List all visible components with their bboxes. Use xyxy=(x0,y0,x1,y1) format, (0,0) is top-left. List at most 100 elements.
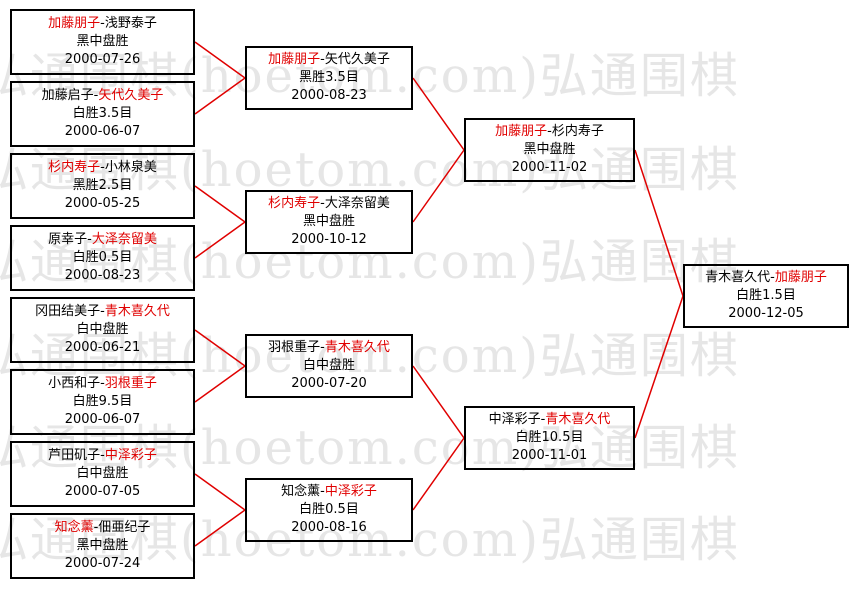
match-r1-1[interactable]: 加藤朋子-浅野泰子 黑中盘胜 2000-07-26 xyxy=(10,9,195,75)
match-players: 原幸子-大泽奈留美 xyxy=(48,232,157,247)
match-result: 白胜0.5目 xyxy=(72,250,133,265)
match-result: 白胜9.5目 xyxy=(72,394,133,409)
player-white: 加藤朋子 xyxy=(774,270,827,285)
match-r1-7[interactable]: 芦田矶子-中泽彩子 白中盘胜 2000-07-05 xyxy=(10,441,195,507)
player-black: 知念薰 xyxy=(54,520,94,535)
player-white: 青木喜久代 xyxy=(545,412,611,427)
player-black: 加藤朋子 xyxy=(495,124,548,139)
connector-r1-m1-m2 xyxy=(194,41,247,115)
match-date: 2000-12-05 xyxy=(728,306,804,321)
player-black: 小西和子 xyxy=(48,376,101,391)
match-result: 白胜0.5目 xyxy=(299,502,359,517)
player-white: 青木喜久代 xyxy=(324,340,390,355)
player-black: 杉内寿子 xyxy=(268,196,321,211)
match-players: 小西和子-羽根重子 xyxy=(48,376,157,391)
player-white: 青木喜久代 xyxy=(104,304,170,319)
match-r2-2[interactable]: 杉内寿子-大泽奈留美 黑中盘胜 2000-10-12 xyxy=(245,190,413,254)
player-white: 羽根重子 xyxy=(104,376,157,391)
player-white: 杉内寿子 xyxy=(551,124,604,139)
player-black: 加藤朋子 xyxy=(268,52,321,67)
player-white: 中泽彩子 xyxy=(104,448,157,463)
match-result: 黑中盘胜 xyxy=(76,34,129,49)
match-result: 黑中盘胜 xyxy=(302,214,355,229)
match-r1-2[interactable]: 加藤启子-矢代久美子 白胜3.5目 2000-06-07 xyxy=(10,81,195,147)
match-players: 杉内寿子-大泽奈留美 xyxy=(268,196,390,211)
match-r2-3[interactable]: 羽根重子-青木喜久代 白中盘胜 2000-07-20 xyxy=(245,334,413,398)
match-r1-8[interactable]: 知念薰-佃亜纪子 黑中盘胜 2000-07-24 xyxy=(10,513,195,579)
player-white: 佃亜纪子 xyxy=(98,520,151,535)
match-r3-1[interactable]: 加藤朋子-杉内寿子 黑中盘胜 2000-11-02 xyxy=(464,118,635,182)
match-r3-2[interactable]: 中泽彩子-青木喜久代 白胜10.5目 2000-11-01 xyxy=(464,406,635,470)
match-r1-6[interactable]: 小西和子-羽根重子 白胜9.5目 2000-06-07 xyxy=(10,369,195,435)
match-result: 白中盘胜 xyxy=(76,322,129,337)
match-date: 2000-06-07 xyxy=(64,412,141,427)
match-players: 羽根重子-青木喜久代 xyxy=(268,340,390,355)
match-r1-3[interactable]: 杉内寿子-小林泉美 黑胜2.5目 2000-05-25 xyxy=(10,153,195,219)
match-result: 白胜10.5目 xyxy=(515,430,584,445)
match-date: 2000-08-23 xyxy=(291,88,367,103)
match-players: 青木喜久代-加藤朋子 xyxy=(705,270,827,285)
match-result: 白中盘胜 xyxy=(302,358,355,373)
match-date: 2000-08-16 xyxy=(291,520,367,535)
match-date: 2000-08-23 xyxy=(64,268,141,283)
match-date: 2000-10-12 xyxy=(291,232,367,247)
match-players: 中泽彩子-青木喜久代 xyxy=(488,412,611,427)
connector-r1-m5-m6 xyxy=(194,329,247,403)
match-players: 杉内寿子-小林泉美 xyxy=(48,160,157,175)
match-r1-5[interactable]: 冈田结美子-青木喜久代 白中盘胜 2000-06-21 xyxy=(10,297,195,363)
player-black: 知念薰 xyxy=(281,484,321,499)
watermark-text: 弘通围棋(hoetom.com)弘通围棋 xyxy=(0,48,740,104)
match-date: 2000-07-24 xyxy=(64,556,141,571)
player-black: 杉内寿子 xyxy=(48,160,101,175)
match-result: 白中盘胜 xyxy=(76,466,129,481)
connector-r1-m3-m4 xyxy=(194,185,247,259)
match-date: 2000-06-07 xyxy=(64,124,141,139)
player-white: 矢代久美子 xyxy=(98,88,164,103)
player-white: 浅野泰子 xyxy=(104,16,157,31)
player-black: 中泽彩子 xyxy=(488,412,541,427)
match-result: 白胜1.5目 xyxy=(736,288,796,303)
match-result: 黑中盘胜 xyxy=(76,538,129,553)
player-white: 矢代久美子 xyxy=(324,52,390,67)
player-white: 大泽奈留美 xyxy=(324,196,390,211)
connector-r1-m7-m8 xyxy=(194,473,247,547)
player-white: 中泽彩子 xyxy=(324,484,377,499)
watermark-text: 弘通围棋(hoetom.com)弘通围棋 xyxy=(0,328,740,384)
player-black: 原幸子 xyxy=(48,232,88,247)
match-result: 黑胜2.5目 xyxy=(72,178,133,193)
player-black: 冈田结美子 xyxy=(35,304,101,319)
match-players: 冈田结美子-青木喜久代 xyxy=(35,304,170,319)
match-players: 加藤启子-矢代久美子 xyxy=(41,88,164,103)
player-black: 青木喜久代 xyxy=(705,270,771,285)
connector-r2-m3-m4 xyxy=(412,365,465,511)
match-final[interactable]: 青木喜久代-加藤朋子 白胜1.5目 2000-12-05 xyxy=(683,264,849,328)
player-black: 加藤启子 xyxy=(41,88,94,103)
match-result: 白胜3.5目 xyxy=(72,106,133,121)
player-white: 大泽奈留美 xyxy=(91,232,157,247)
player-black: 芦田矶子 xyxy=(48,448,101,463)
match-players: 加藤朋子-矢代久美子 xyxy=(268,52,390,67)
player-black: 羽根重子 xyxy=(268,340,321,355)
match-date: 2000-05-25 xyxy=(64,196,141,211)
connector-r2-m1-m2 xyxy=(412,77,465,223)
player-black: 加藤朋子 xyxy=(48,16,101,31)
match-r1-4[interactable]: 原幸子-大泽奈留美 白胜0.5目 2000-08-23 xyxy=(10,225,195,291)
match-players: 知念薰-中泽彩子 xyxy=(281,484,377,499)
player-white: 小林泉美 xyxy=(104,160,157,175)
match-players: 加藤朋子-杉内寿子 xyxy=(495,124,604,139)
match-result: 黑胜3.5目 xyxy=(299,70,359,85)
match-result: 黑中盘胜 xyxy=(523,142,576,157)
match-date: 2000-07-20 xyxy=(291,376,367,391)
match-players: 芦田矶子-中泽彩子 xyxy=(48,448,157,463)
connector-r3-m1-m2 xyxy=(634,149,684,439)
match-date: 2000-11-02 xyxy=(511,160,588,175)
watermark-text: 弘通围棋(hoetom.com)弘通围棋 xyxy=(0,234,740,290)
match-date: 2000-07-05 xyxy=(64,484,141,499)
match-date: 2000-11-01 xyxy=(511,448,588,463)
match-players: 加藤朋子-浅野泰子 xyxy=(48,16,157,31)
match-r2-4[interactable]: 知念薰-中泽彩子 白胜0.5目 2000-08-16 xyxy=(245,478,413,542)
match-date: 2000-07-26 xyxy=(64,52,141,67)
match-date: 2000-06-21 xyxy=(64,340,141,355)
match-players: 知念薰-佃亜纪子 xyxy=(54,520,151,535)
match-r2-1[interactable]: 加藤朋子-矢代久美子 黑胜3.5目 2000-08-23 xyxy=(245,46,413,110)
